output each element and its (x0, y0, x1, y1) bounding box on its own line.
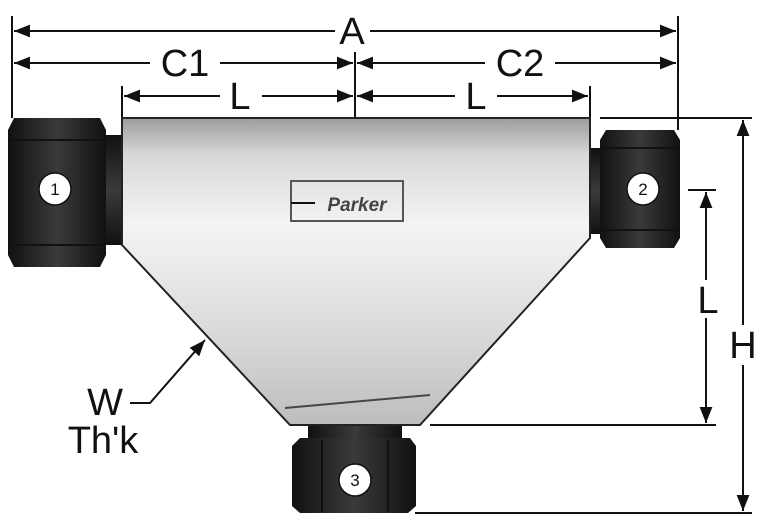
dimension-label-c1: C1 (161, 43, 210, 85)
dimension-c1-c2: C1 C2 (14, 43, 676, 85)
dimension-h: H (729, 120, 757, 511)
dimension-l-vertical: L (697, 192, 719, 423)
svg-text:3: 3 (350, 471, 359, 490)
svg-text:2: 2 (638, 180, 647, 199)
dimension-label-h: H (729, 325, 756, 367)
parker-logo: Parker (290, 180, 404, 222)
dimension-label-c2: C2 (496, 43, 545, 85)
svg-text:Parker: Parker (327, 195, 388, 216)
dimension-label-l-vertical: L (697, 280, 718, 322)
port-1-neck (102, 135, 124, 245)
port-2-badge: 2 (626, 172, 660, 206)
extension-lines (11, 16, 752, 514)
wall-thickness-callout: W Th'k (68, 339, 206, 462)
wall-thickness-label-w: W (87, 382, 123, 424)
dimension-l-horizontal: L L (124, 76, 588, 118)
tee-body (121, 117, 591, 426)
dimension-label-a: A (339, 11, 365, 53)
port-3-badge: 3 (338, 463, 372, 497)
svg-text:1: 1 (50, 180, 59, 199)
port-1-badge: 1 (38, 172, 72, 206)
dimension-label-l-left: L (229, 76, 250, 118)
wall-thickness-label-thk: Th'k (68, 420, 140, 462)
dimension-a: A (14, 11, 676, 53)
dimension-label-l-right: L (465, 76, 486, 118)
